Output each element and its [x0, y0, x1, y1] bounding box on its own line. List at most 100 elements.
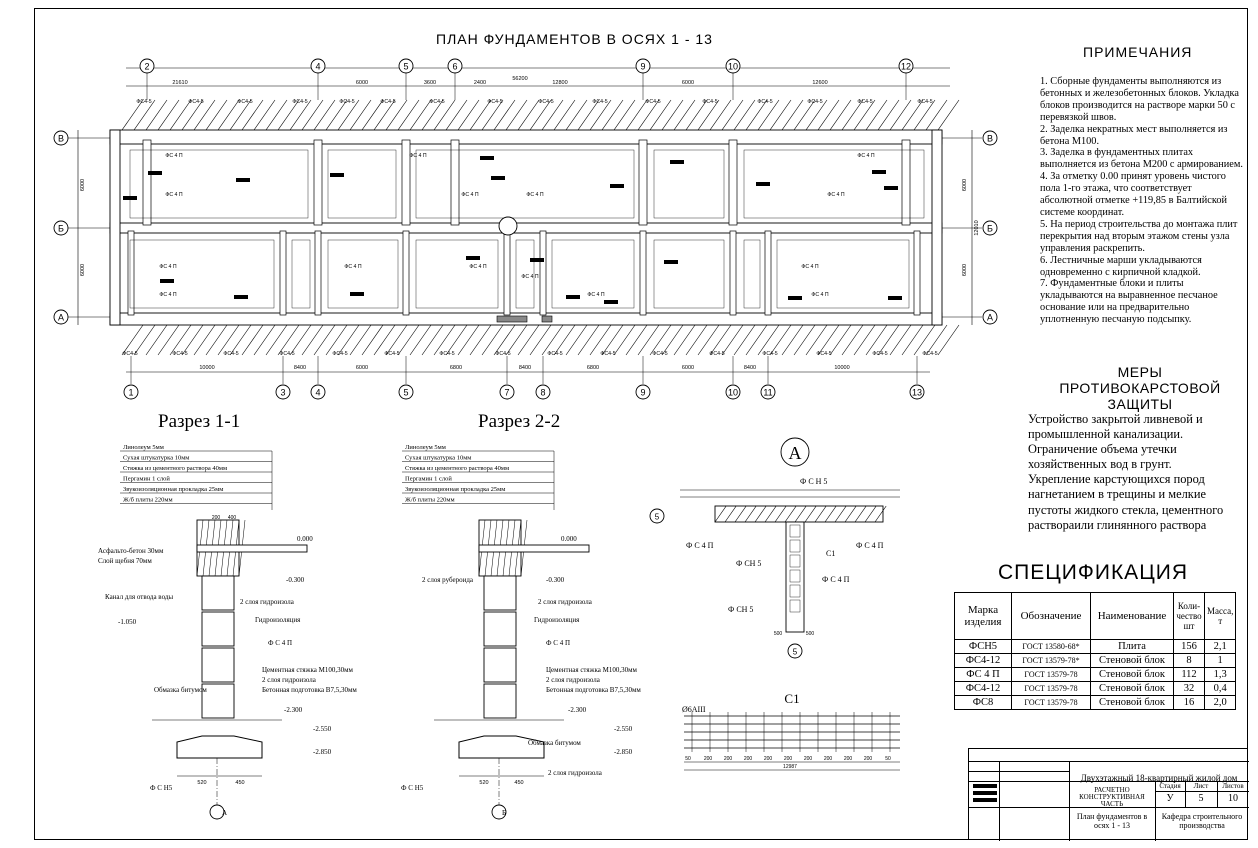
c1-dim: 200: [724, 756, 733, 762]
hatch-stroke: [864, 505, 877, 523]
hatch-stroke: [457, 99, 480, 131]
hatch-stroke: [829, 324, 852, 356]
node-a-dim-label: 500: [774, 631, 783, 637]
room-contour: [327, 149, 397, 219]
axis-label-top: 9: [640, 62, 645, 72]
hatch-stroke: [913, 99, 936, 131]
hatch-stroke: [217, 324, 240, 356]
stamp-project: Двухэтажный 18-квартирный жилой дом: [1080, 773, 1238, 783]
block-label: ФС4-5: [122, 351, 137, 357]
hatch-stroke: [445, 99, 468, 131]
karst-title: МЕРЫ ПРОТИВОКАРСТОВОЙ ЗАЩИТЫ: [1059, 364, 1221, 412]
axis-label-top: 6: [452, 62, 457, 72]
hatch-stroke: [505, 324, 528, 356]
cross-wall: [279, 230, 287, 316]
axis-label-row: А: [987, 313, 993, 323]
block-label: ФС4-5: [136, 99, 151, 105]
hatch-stroke: [661, 324, 684, 356]
pillow-label: ФС 4 П: [587, 292, 604, 298]
hatch-stroke: [649, 324, 672, 356]
hatch-stroke: [745, 324, 768, 356]
hatch-stroke: [313, 324, 336, 356]
pillow-label: ФС 4 П: [461, 192, 478, 198]
hatch-stroke: [517, 324, 540, 356]
floor-slab: [196, 544, 308, 553]
section1-mark: -2.300: [284, 706, 303, 714]
wall-right: [931, 129, 943, 326]
hatch-stroke: [193, 99, 216, 131]
section1-label: Ф С 4 П: [268, 639, 292, 647]
plan-title: ПЛАН ФУНДАМЕНТОВ В ОСЯХ 1 - 13: [436, 31, 713, 47]
section2-label: Обмазка битумом: [528, 739, 581, 747]
c1-dim: 200: [844, 756, 853, 762]
hatch-stroke: [794, 505, 807, 523]
section1-label: Канал для отвода воды: [105, 593, 173, 601]
block-label: ФС4-5: [188, 99, 203, 105]
foundation-block: [483, 575, 517, 611]
pillow-label: ФС 4 П: [344, 264, 361, 270]
section2-label: Бетонная подготовка В7,5,30мм: [546, 686, 641, 694]
dim-top: 2400: [474, 80, 486, 86]
axis-label-bottom: 9: [640, 388, 645, 398]
block-label: ФС4-5: [592, 99, 607, 105]
room-contour: [653, 149, 725, 219]
axis-bubble-top: [310, 58, 326, 74]
hatch-stroke: [397, 99, 420, 131]
section1-mark: -1.050: [118, 618, 137, 626]
hatch-stroke: [697, 99, 720, 131]
axis-label-top: 10: [728, 62, 738, 72]
hatch-stroke: [205, 324, 228, 356]
block-label: ФС4-5: [487, 99, 502, 105]
hatch-stroke: [385, 99, 408, 131]
hatch-stroke: [814, 505, 827, 523]
axis-label-top: 12: [901, 62, 911, 72]
section1-label: Гидроизоляция: [255, 616, 301, 624]
section2-label: Б: [502, 809, 506, 817]
hatch-stroke: [793, 324, 816, 356]
hatch-stroke: [133, 324, 156, 356]
table-row: ФС4-12 ГОСТ 13579-78 Стеновой блок 32 0,…: [954, 681, 1237, 696]
hatch-stroke: [625, 324, 648, 356]
stamp-fill: [973, 798, 997, 802]
hatch-stroke: [541, 324, 564, 356]
layer-label: Стяжка из цементного раствора 40мм: [123, 465, 227, 472]
hatch-stroke: [734, 505, 747, 523]
block-label: ФС4-5: [917, 99, 932, 105]
block-marker: [466, 256, 480, 260]
table-cell: ФС8: [954, 695, 1012, 710]
hatch-stroke: [685, 324, 708, 356]
table-cell: ФС 4 П: [954, 667, 1012, 682]
block-marker: [884, 186, 898, 190]
hatch-stroke: [337, 99, 360, 131]
block-label: ФС4-5: [922, 351, 937, 357]
spec-header: Коли-чество шт: [1173, 592, 1205, 640]
block-marker: [664, 260, 678, 264]
hatch-stroke: [481, 99, 504, 131]
hatch-stroke: [805, 99, 828, 131]
section2-dim: 450: [514, 780, 523, 786]
hatch-stroke: [469, 99, 492, 131]
hatch-stroke: [289, 324, 312, 356]
node-a-bubble: [780, 437, 810, 467]
hatch-stroke: [841, 99, 864, 131]
node-a-wall: [785, 521, 805, 633]
hatch-stroke: [829, 99, 852, 131]
block-label: ФС4-5: [709, 351, 724, 357]
hatch-stroke: [301, 99, 324, 131]
karst-list: Устройство закрытой ливневой и промышлен…: [1028, 412, 1248, 533]
block-label: ФС4-5: [652, 351, 667, 357]
c1-dim: 200: [764, 756, 773, 762]
hatch-stroke: [121, 99, 144, 131]
hatch-stroke: [784, 505, 797, 523]
room-contour: [776, 239, 910, 309]
room-contour: [551, 239, 635, 309]
room-contour: [327, 239, 399, 309]
hatch-stroke: [469, 324, 492, 356]
dim-right: 6000: [962, 179, 968, 191]
block-label: ФС4-5: [439, 351, 454, 357]
hatch-stroke: [217, 99, 240, 131]
dim-right-overall: 12010: [974, 220, 980, 235]
block-marker: [160, 279, 174, 283]
table-cell: Плита: [1090, 639, 1174, 654]
axis-label-top: 2: [144, 62, 149, 72]
